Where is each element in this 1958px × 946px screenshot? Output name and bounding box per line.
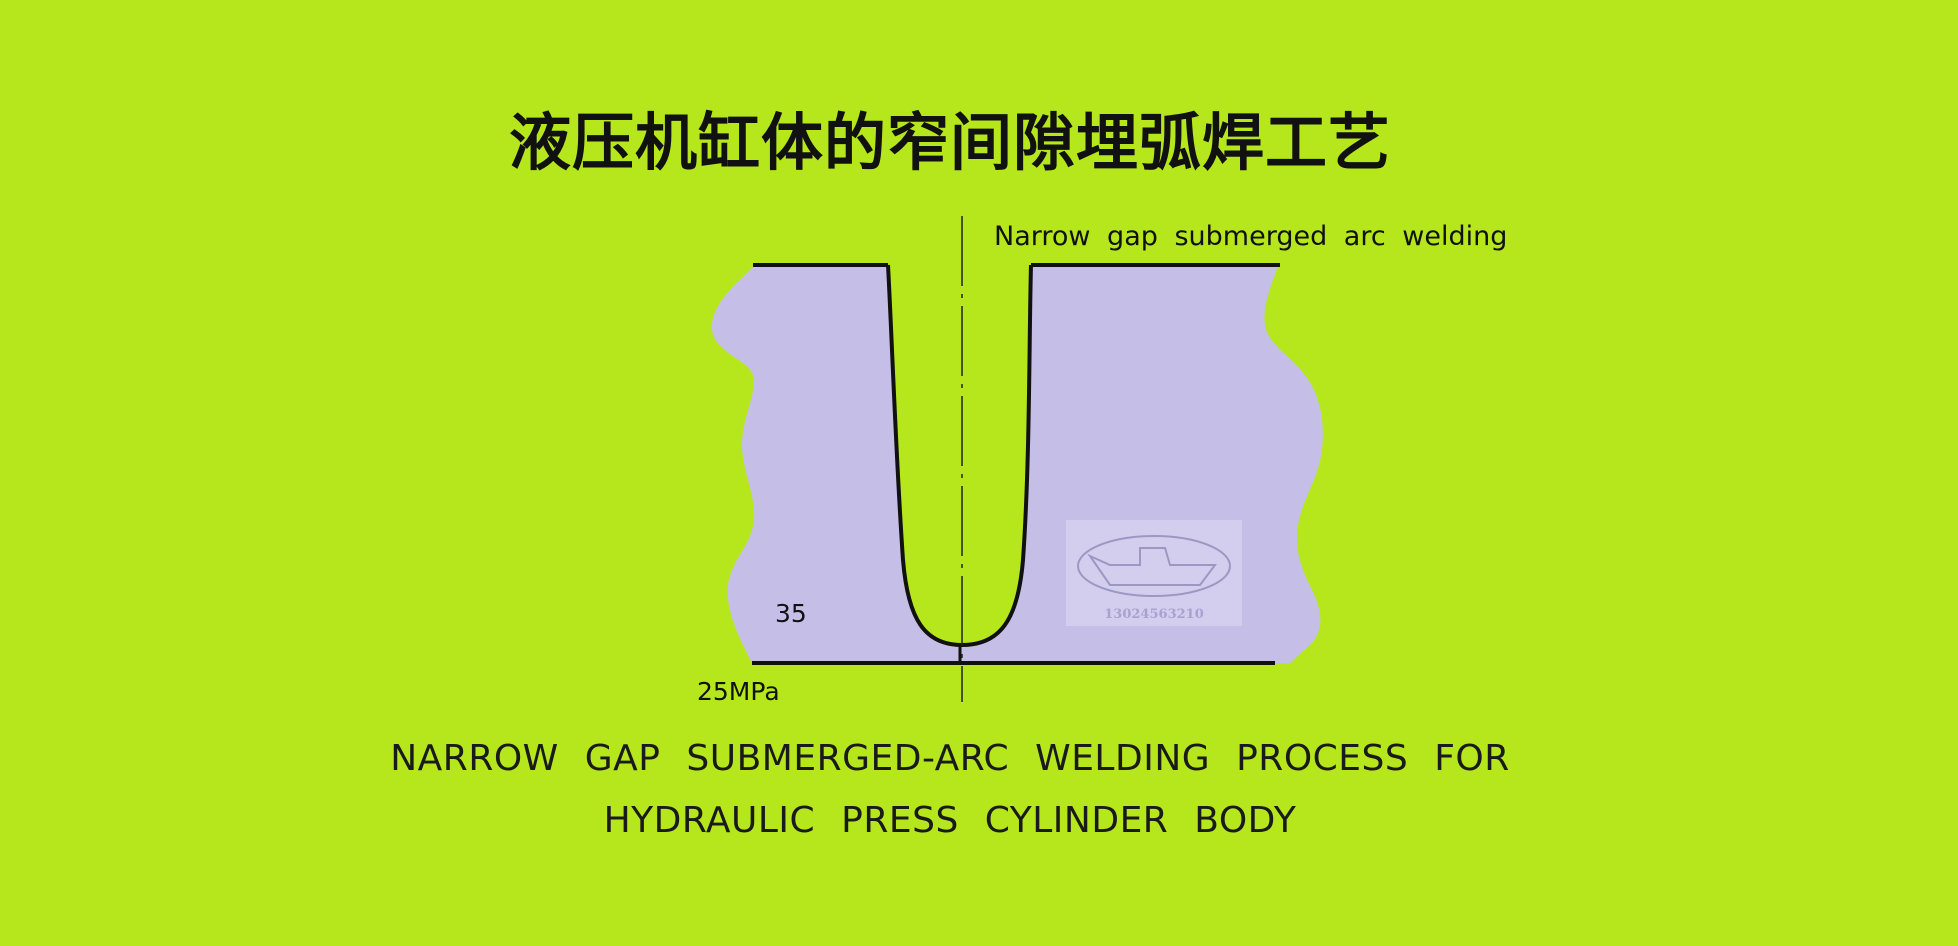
watermark-logo: 13024563210 xyxy=(1066,520,1242,626)
thickness-label: 35 xyxy=(775,599,807,628)
english-title-line-1: NARROW GAP SUBMERGED-ARC WELDING PROCESS… xyxy=(390,738,1510,779)
diagram-caption: Narrow gap submerged arc welding xyxy=(994,221,1507,252)
page-title: 液压机缸体的窄间隙埋弧焊工艺 xyxy=(508,106,1391,179)
english-title-line-2: HYDRAULIC PRESS CYLINDER BODY xyxy=(603,800,1297,841)
pressure-label: 25MPa xyxy=(697,677,780,706)
watermark-phone: 13024563210 xyxy=(1104,607,1204,622)
u-groove-outline xyxy=(886,264,1033,648)
